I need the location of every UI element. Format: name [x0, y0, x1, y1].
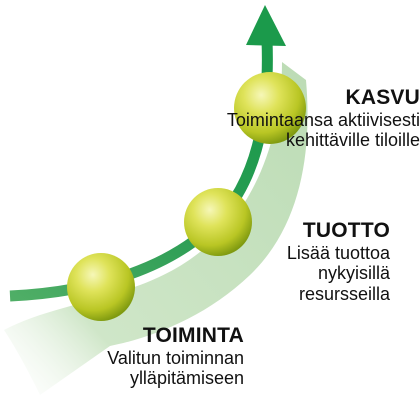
stage-desc-line: Valitun toiminnan: [107, 347, 244, 368]
stage-desc-line: Toimintaansa aktiivisesti: [226, 109, 420, 130]
stage-ball-kasvu: [234, 72, 306, 144]
stage-title-toiminta: TOIMINTA: [142, 324, 244, 347]
stage-ball-toiminta: [67, 253, 135, 321]
stage-desc-line: kehittäville tiloille: [285, 130, 420, 151]
stage-desc-line: Lisää tuottoa: [286, 242, 390, 263]
stage-title-tuotto: TUOTTO: [302, 219, 390, 242]
stage-desc-line: ylläpitämiseen: [129, 368, 244, 389]
stage-label-tuotto: TUOTTO Lisää tuottoa nykyisillä resursse…: [287, 219, 390, 304]
stage-ball-tuotto: [184, 188, 252, 256]
stage-desc-line: nykyisillä: [317, 263, 390, 284]
stage-title-kasvu: KASVU: [345, 86, 420, 109]
stage-desc-line: resursseilla: [298, 283, 390, 304]
arrow-head: [246, 5, 286, 46]
stage-label-toiminta: TOIMINTA Valitun toiminnan ylläpitämisee…: [107, 324, 244, 389]
stage-label-kasvu: KASVU Toimintaansa aktiivisesti kehittäv…: [227, 86, 420, 151]
